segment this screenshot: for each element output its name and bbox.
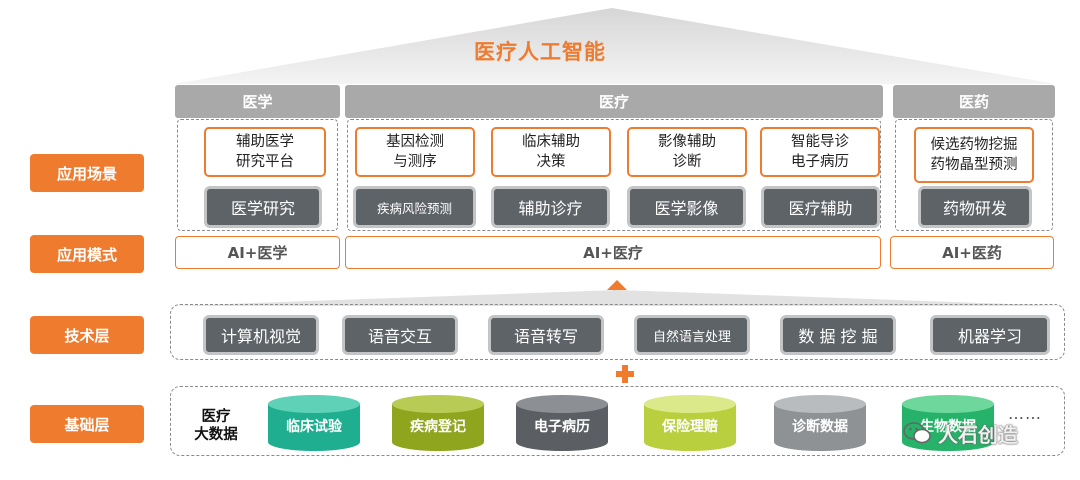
mode-ai-medicine: AI+医学	[175, 236, 340, 269]
scenario-box-pharma: 候选药物挖掘 药物晶型预测	[914, 127, 1034, 183]
cylinder-clinical-trials: 临床试验	[266, 394, 362, 452]
more-ellipsis: ……	[1008, 404, 1042, 423]
tech-data-mining: 数 据 挖 掘	[780, 315, 896, 355]
plus-icon	[616, 365, 634, 383]
cylinder-label: 生物数据	[920, 419, 976, 435]
scenario-box-healthcare-1: 基因检测 与测序	[355, 127, 475, 177]
layer-label-technology: 技术层	[30, 316, 144, 354]
mode-ai-healthcare: AI+医疗	[345, 236, 881, 269]
column-header-healthcare: 医疗	[345, 85, 883, 118]
scenario-box-healthcare-3: 影像辅助 诊断	[627, 127, 747, 177]
cylinder-disease-registry: 疾病登记	[390, 394, 486, 452]
category-drug-development: 药物研发	[918, 186, 1032, 228]
scenario-box-healthcare-4: 智能导诊 电子病历	[760, 127, 880, 177]
cylinder-label: 临床试验	[286, 419, 342, 435]
watermark-text: 人石创造	[938, 422, 1018, 447]
roof-triangle	[174, 8, 1056, 84]
technology-roof	[170, 290, 1065, 306]
tech-computer-vision: 计算机视觉	[203, 315, 319, 355]
roof-title: 医疗人工智能	[474, 40, 606, 64]
database-icon	[774, 395, 866, 451]
cylinder-diagnostic-data: 诊断数据	[772, 394, 868, 452]
cylinder-insurance-claims: 保险理赔	[642, 394, 738, 452]
watermark: 人石创造	[902, 418, 1062, 448]
wechat-icon	[903, 422, 931, 444]
mode-ai-pharma: AI+医药	[890, 236, 1054, 269]
column-header-medicine: 医学	[175, 85, 340, 118]
layer-label-foundation: 基础层	[30, 405, 144, 443]
tech-machine-learning: 机器学习	[930, 315, 1050, 355]
scenario-box-healthcare-2: 临床辅助 决策	[491, 127, 611, 177]
category-medical-assistance: 医疗辅助	[761, 186, 880, 228]
tech-nlp: 自然语言处理	[634, 315, 750, 355]
database-icon	[392, 395, 484, 451]
category-medical-imaging: 医学影像	[627, 186, 746, 228]
layer-label-application-scenario: 应用场景	[30, 154, 144, 192]
layer-label-application-mode: 应用模式	[30, 235, 144, 273]
tech-voice-interaction: 语音交互	[342, 315, 458, 355]
cylinder-label: 诊断数据	[792, 419, 848, 435]
cylinder-label: 疾病登记	[410, 419, 466, 435]
technology-layer-area	[170, 304, 1065, 360]
tech-speech-transcription: 语音转写	[488, 315, 604, 355]
column-header-pharma: 医药	[893, 85, 1055, 118]
medicine-scenario-area	[177, 119, 338, 231]
database-icon	[516, 395, 608, 451]
healthcare-scenario-area	[347, 119, 881, 231]
medical-big-data-label: 医疗 大数据	[194, 409, 238, 443]
database-icon	[268, 395, 360, 451]
category-disease-risk-prediction: 疾病风险预测	[353, 186, 476, 228]
category-assisted-diagnosis: 辅助诊疗	[491, 186, 610, 228]
cylinder-label: 电子病历	[534, 419, 590, 435]
pharma-scenario-area	[895, 119, 1053, 231]
cylinder-label: 保险理赔	[662, 419, 718, 435]
scenario-box-medicine: 辅助医学 研究平台	[204, 127, 326, 177]
database-icon	[644, 395, 736, 451]
cylinder-electronic-records: 电子病历	[514, 394, 610, 452]
category-medical-research: 医学研究	[204, 186, 322, 228]
up-arrow-icon	[607, 280, 627, 298]
foundation-layer-area	[170, 386, 1065, 456]
